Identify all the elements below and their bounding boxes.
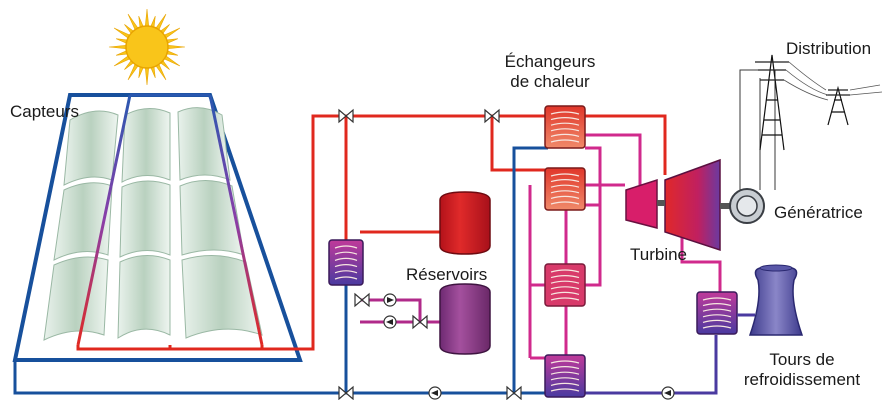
coil-turn <box>702 308 732 312</box>
coil-turn <box>334 257 358 261</box>
coil-turn <box>550 280 580 284</box>
pump-icon <box>383 293 397 307</box>
generator-icon <box>729 188 765 224</box>
label-cooling-towers-line1: Tours de <box>769 350 835 369</box>
pump-icon <box>383 315 397 329</box>
sun-ray <box>144 8 150 28</box>
coil-turn <box>550 388 580 392</box>
mirror-panels <box>43 107 263 341</box>
solar-collector-field <box>12 93 303 362</box>
coil-turn <box>550 360 580 364</box>
label-reservoirs: Réservoirs <box>406 265 488 284</box>
pump-icon <box>661 386 675 400</box>
coil-turn <box>550 201 580 205</box>
condensate-return-pipe <box>585 335 718 395</box>
coil-turn <box>550 184 580 188</box>
coil-turn <box>334 245 358 249</box>
cooling-tower-icon <box>737 264 804 336</box>
valve-icon <box>506 385 522 400</box>
coil-turn <box>550 275 580 279</box>
coil-turn <box>550 173 580 177</box>
coil-turn <box>550 382 580 386</box>
coil-turn <box>550 286 580 290</box>
label-heat-exchangers-line2: de chaleur <box>510 72 590 91</box>
coil-turn <box>550 377 580 381</box>
coil-turn <box>334 264 358 268</box>
cold-oil-pipes <box>13 146 548 395</box>
valve-icon <box>354 292 370 308</box>
coil-turn <box>550 190 580 194</box>
coil-turn <box>550 366 580 370</box>
coil-turn <box>334 251 358 255</box>
label-turbine: Turbine <box>630 245 688 264</box>
label-cooling-towers: Tours de refroidissement <box>722 350 882 390</box>
coil-turn <box>550 117 580 121</box>
coil-turn <box>702 314 732 318</box>
sun-icon <box>108 8 186 86</box>
label-generator: Génératrice <box>774 203 863 222</box>
heat-exchanger-icon <box>328 105 738 398</box>
valve-icon <box>412 314 428 330</box>
pump-icon <box>428 386 442 400</box>
sun-ray <box>108 44 128 50</box>
label-heat-exchangers-line1: Échangeurs <box>504 52 596 71</box>
absorber-tubes <box>76 93 264 346</box>
coil-turn <box>334 270 358 274</box>
coil-turn <box>550 291 580 295</box>
coil-turn <box>550 195 580 199</box>
coil-turn <box>550 371 580 375</box>
coil-turn <box>550 133 580 137</box>
coil-turn <box>550 297 580 301</box>
coil-turn <box>550 139 580 143</box>
valve-icon <box>338 385 354 400</box>
coil-turn <box>334 276 358 280</box>
coil-turn <box>702 325 732 329</box>
valve-icon <box>484 108 500 124</box>
hot-oil-pipes <box>76 114 667 351</box>
pump-icon <box>383 293 675 400</box>
storage-tank-icon <box>439 191 491 355</box>
coil-turn <box>550 179 580 183</box>
steam-water-pipes <box>528 133 722 360</box>
label-collectors: Capteurs <box>10 102 79 121</box>
coil-turn <box>550 122 580 126</box>
coil-turn <box>702 319 732 323</box>
turbine-icon <box>625 158 735 252</box>
coil-turn <box>702 297 732 301</box>
coil-turn <box>550 128 580 132</box>
power-pylon-icon <box>739 54 883 190</box>
coil-turn <box>550 111 580 115</box>
valve-icon <box>338 108 354 124</box>
label-cooling-towers-line2: refroidissement <box>743 370 861 389</box>
coil-turn <box>550 269 580 273</box>
sun-ray <box>166 44 186 50</box>
coil-turn <box>702 303 732 307</box>
label-distribution: Distribution <box>786 39 872 58</box>
valve-icon <box>338 108 522 400</box>
storage-loop-pipes <box>360 298 440 324</box>
label-heat-exchangers: Échangeurs de chaleur <box>490 52 610 92</box>
sun-ray <box>144 66 150 86</box>
